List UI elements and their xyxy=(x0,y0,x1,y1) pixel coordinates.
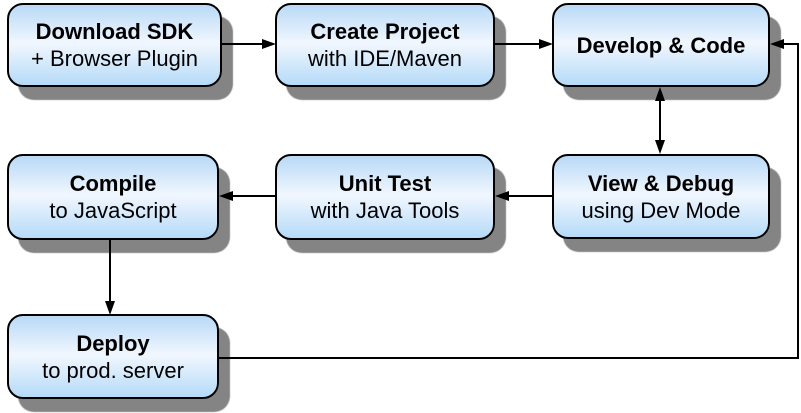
node-develop-code: Develop & Code xyxy=(552,3,770,87)
node-deploy: Deploy to prod. server xyxy=(7,314,219,399)
node-title: View & Debug xyxy=(587,170,735,196)
double-arrow-develop-viewdebug xyxy=(655,87,665,154)
node-title: Deploy xyxy=(76,330,150,356)
node-subtitle: to JavaScript xyxy=(49,198,177,223)
node-subtitle: + Browser Plugin xyxy=(31,46,198,71)
node-subtitle: using Dev Mode xyxy=(581,197,741,223)
node-subtitle: with IDE/Maven xyxy=(307,46,463,71)
node-subtitle: to prod. server xyxy=(42,357,184,383)
arrow-download-to-create xyxy=(221,39,276,49)
node-title: Compile xyxy=(69,171,157,196)
arrow-create-to-develop xyxy=(495,39,553,49)
node-title: Develop & Code xyxy=(576,32,746,58)
node-create-project: Create Project with IDE/Maven xyxy=(275,3,495,87)
node-download-sdk: Download SDK + Browser Plugin xyxy=(7,3,222,87)
arrow-viewdebug-to-unittest xyxy=(495,191,552,201)
node-title: Unit Test xyxy=(338,171,432,196)
node-view-debug: View & Debug using Dev Mode xyxy=(552,154,770,239)
node-subtitle: with Java Tools xyxy=(310,198,460,223)
node-title: Create Project xyxy=(310,19,460,44)
arrow-unittest-to-compile xyxy=(219,191,275,201)
node-title: Download SDK xyxy=(35,19,194,44)
node-compile: Compile to JavaScript xyxy=(7,154,219,240)
node-unit-test: Unit Test with Java Tools xyxy=(275,154,495,240)
arrow-compile-to-deploy xyxy=(105,240,115,315)
